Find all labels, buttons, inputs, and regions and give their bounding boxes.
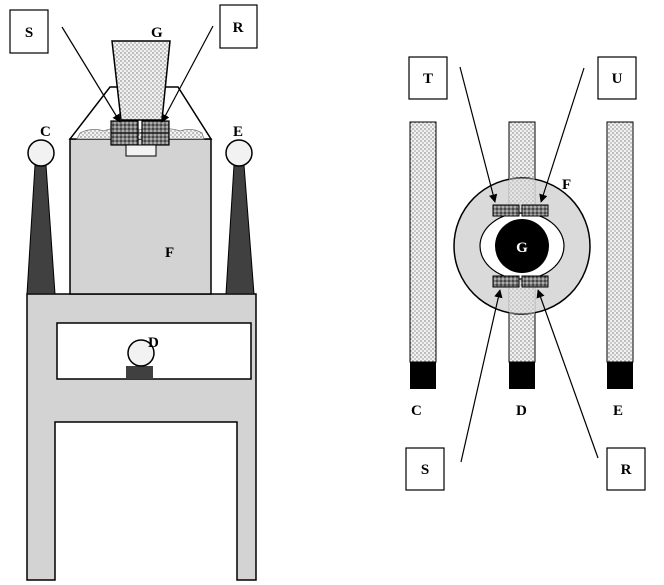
callout-r-top: R: [621, 462, 632, 478]
callout-s-top: S: [421, 462, 429, 478]
side-view: S R G C E F D: [9, 4, 258, 581]
block-r-top: [521, 275, 549, 288]
strip-d-base: [509, 362, 535, 389]
callout-u-box: [597, 56, 637, 100]
block-u: [521, 204, 549, 217]
sphere-g: [495, 219, 549, 273]
callout-u-leader: [539, 67, 585, 203]
callout-t: T: [423, 71, 433, 87]
callout-u: U: [612, 71, 623, 87]
callout-r-side-box: [219, 4, 258, 49]
callout-s-side-leader: [61, 26, 121, 123]
callout-s-top-box: [405, 447, 445, 491]
callout-t-leader: [459, 66, 498, 203]
block-s-top: [492, 275, 520, 288]
label-f-side: F: [165, 245, 174, 261]
callout-s-side: S: [25, 25, 33, 41]
callout-t-box: [408, 56, 448, 100]
label-d-top: D: [516, 403, 527, 419]
column-e: [225, 164, 255, 295]
label-e-top: E: [613, 403, 623, 419]
label-c-top: C: [411, 403, 422, 419]
callout-r-top-box: [606, 447, 646, 491]
column-c: [26, 164, 56, 295]
label-g-side: G: [151, 25, 163, 41]
sphere-d: [127, 339, 155, 367]
top-view: T U S R F G C D E: [405, 56, 646, 491]
callout-r-side: R: [233, 20, 244, 36]
box-f: [69, 138, 212, 295]
callout-s-side-box: [9, 9, 49, 54]
block-t: [492, 204, 520, 217]
callout-s-top-leader: [460, 289, 503, 463]
strip-c: [409, 121, 437, 363]
label-d-side: D: [148, 335, 159, 351]
strip-e: [606, 121, 634, 363]
sphere-c: [27, 139, 55, 167]
label-c-side: C: [40, 124, 51, 140]
strip-c-base: [410, 362, 436, 389]
block-base: [125, 144, 157, 157]
funnel-g: [111, 40, 171, 121]
callout-r-side-leader: [161, 25, 214, 123]
label-g-top: G: [516, 240, 528, 256]
callout-r-top-leader: [536, 289, 599, 459]
label-e-side: E: [233, 124, 243, 140]
pedestal-d: [126, 366, 153, 379]
powder-layer: [76, 128, 205, 140]
strip-e-base: [607, 362, 633, 389]
label-f-top: F: [562, 177, 571, 193]
sphere-e: [225, 139, 253, 167]
